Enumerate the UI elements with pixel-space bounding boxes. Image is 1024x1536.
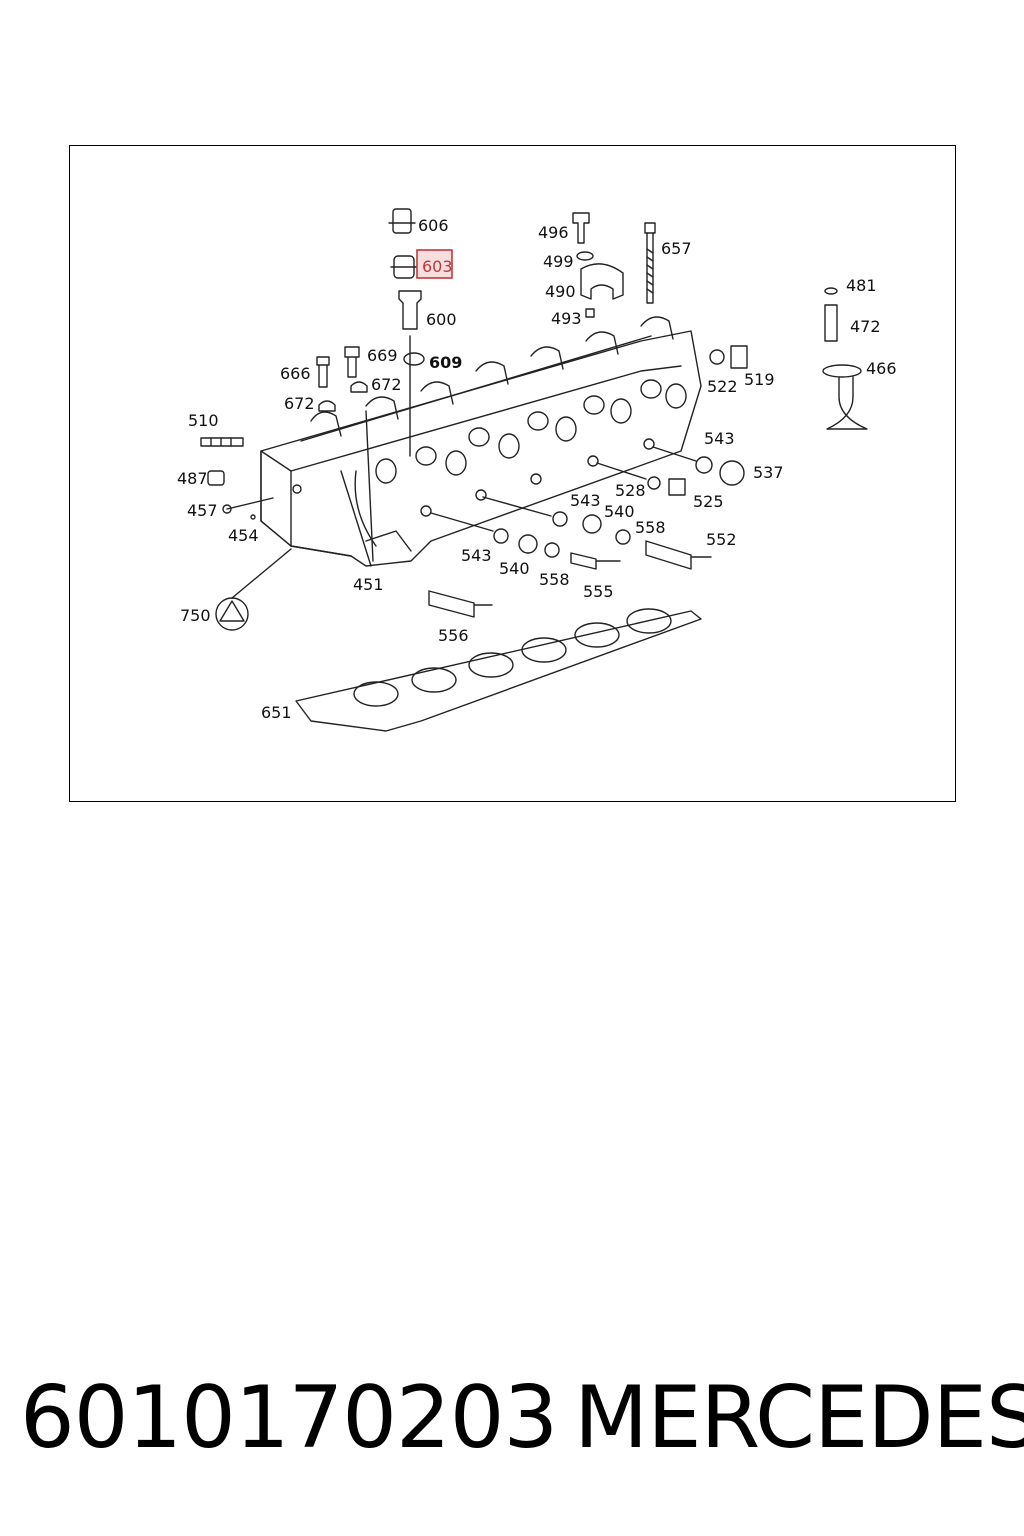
callout-543-left[interactable]: 543 (461, 546, 492, 565)
callout-519[interactable]: 519 (744, 370, 775, 389)
callout-496[interactable]: 496 (538, 223, 569, 242)
callout-499[interactable]: 499 (543, 252, 574, 271)
callout-487[interactable]: 487 (177, 469, 208, 488)
bearing-cap-parts (572, 212, 624, 318)
callout-651[interactable]: 651 (261, 703, 292, 722)
callout-522[interactable]: 522 (707, 377, 738, 396)
callout-540-left[interactable]: 540 (499, 559, 530, 578)
callout-558-right[interactable]: 558 (635, 518, 666, 537)
callout-558-left[interactable]: 558 (539, 570, 570, 589)
callout-552[interactable]: 552 (706, 530, 737, 549)
callout-750[interactable]: 750 (180, 606, 211, 625)
callout-600[interactable]: 600 (426, 310, 457, 329)
part-info-footer: 6010170203 MERCEDES (0, 1368, 1024, 1468)
callout-666[interactable]: 666 (280, 364, 311, 383)
callout-454[interactable]: 454 (228, 526, 259, 545)
callout-457[interactable]: 457 (187, 501, 218, 520)
callout-472[interactable]: 472 (850, 317, 881, 336)
callout-543-mid[interactable]: 543 (570, 491, 601, 510)
callout-543-right[interactable]: 543 (704, 429, 735, 448)
head-bolt (644, 222, 656, 304)
left-small-parts (200, 346, 368, 631)
injector-parts-stack (388, 208, 425, 457)
callout-466[interactable]: 466 (866, 359, 897, 378)
callout-556[interactable]: 556 (438, 626, 469, 645)
callout-451[interactable]: 451 (353, 575, 384, 594)
callout-537[interactable]: 537 (753, 463, 784, 482)
callout-labels: 606 603 600 609 496 499 490 493 657 481 … (177, 216, 897, 722)
cylinder-head-illustration (260, 316, 702, 567)
callout-528[interactable]: 528 (615, 481, 646, 500)
callout-525[interactable]: 525 (693, 492, 724, 511)
callout-669[interactable]: 669 (367, 346, 398, 365)
engine-cylinder-head-diagram: 606 603 600 609 496 499 490 493 657 481 … (177, 208, 897, 732)
callout-672-lower[interactable]: 672 (284, 394, 315, 413)
head-gasket (295, 608, 702, 732)
brand-name: MERCEDES (574, 1368, 1024, 1468)
callout-609[interactable]: 609 (429, 353, 462, 372)
callout-672-upper[interactable]: 672 (371, 375, 402, 394)
valve-assembly (822, 287, 868, 430)
callout-657[interactable]: 657 (661, 239, 692, 258)
callout-603[interactable]: 603 (422, 257, 453, 276)
callout-555[interactable]: 555 (583, 582, 614, 601)
callout-490[interactable]: 490 (545, 282, 576, 301)
callout-510[interactable]: 510 (188, 411, 219, 430)
callout-540-right[interactable]: 540 (604, 502, 635, 521)
callout-493[interactable]: 493 (551, 309, 582, 328)
callout-606[interactable]: 606 (418, 216, 449, 235)
callout-481[interactable]: 481 (846, 276, 877, 295)
part-number: 6010170203 (20, 1368, 558, 1468)
highlight-box-603 (416, 249, 453, 279)
parts-diagram-frame: 606 603 600 609 496 499 490 493 657 481 … (69, 145, 956, 802)
right-fittings (226, 345, 748, 618)
